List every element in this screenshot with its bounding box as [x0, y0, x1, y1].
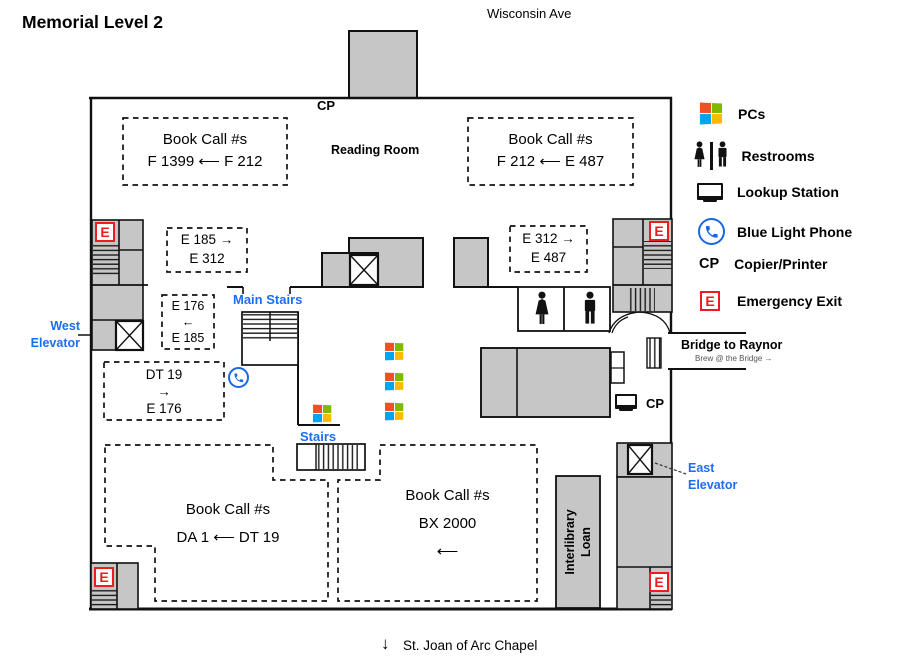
copier-printer-symbol: CP [699, 256, 720, 272]
call-range-value: BX 2000 [418, 515, 477, 532]
woman-restroom-icon [531, 291, 553, 333]
interlibrary-loan-label: Interlibrary Loan [563, 509, 593, 575]
copier-printer-label-top: CP [317, 98, 336, 113]
pcs-icon [385, 342, 404, 361]
pcs-icon [313, 404, 332, 423]
bridge-to-raynor-label: Bridge to Raynor [681, 338, 783, 352]
call-range-title: Book Call #s [405, 487, 490, 504]
call-range-value: E 312 [189, 250, 225, 266]
chapel-arrow-icon: ↓ [381, 634, 390, 653]
call-range-dt19: DT 19 → E 176 [104, 366, 224, 417]
man-restroom-icon [580, 291, 600, 333]
call-range-nw: Book Call #s F 1399 ⟵ F 212 [123, 129, 287, 173]
call-range-arrow: ⟵ [436, 543, 459, 560]
call-range-da: Book Call #s DA 1 ⟵ DT 19 [128, 496, 328, 552]
east-elevator-label: East Elevator [688, 461, 738, 492]
emergency-exit-icon-ne: E [649, 221, 669, 241]
call-range-ne: Book Call #s F 212 ⟵ E 487 [468, 129, 633, 173]
reading-room-label: Reading Room [331, 143, 420, 157]
emergency-exit-icon: E [700, 291, 720, 311]
call-range-arrow: ← [181, 315, 195, 329]
reading-room-bump [348, 30, 418, 99]
legend-item-lookup-station: Lookup Station [697, 183, 839, 200]
emergency-exit-icon-se: E [649, 572, 669, 592]
legend-label-blue-light-phone: Blue Light Phone [737, 223, 853, 240]
call-range-value: E 176 [171, 299, 205, 313]
copier-printer-label-east: CP [646, 396, 665, 411]
lookup-station-icon [697, 183, 723, 200]
restrooms-icon [691, 141, 730, 170]
call-range-e312: E 312 → E 487 [510, 230, 587, 267]
chapel-label: St. Joan of Arc Chapel [403, 638, 538, 653]
call-range-value: F 212 ⟵ E 487 [496, 153, 605, 170]
main-stairs [241, 311, 299, 366]
call-range-title: Book Call #s [508, 131, 593, 148]
bridge-corridor [646, 332, 746, 370]
call-range-e185: E 185 → E 312 [167, 231, 247, 268]
central-desk-block [480, 347, 625, 418]
street-label-wisconsin-ave: Wisconsin Ave [487, 6, 572, 21]
legend-item-emergency-exit: E Emergency Exit [700, 291, 842, 311]
building-outline [89, 96, 673, 611]
brew-at-the-bridge-label: Brew @ the Bridge → [695, 354, 773, 363]
restroom-divider [710, 141, 713, 170]
interlibrary-loan-room [555, 475, 601, 609]
legend-label-lookup-station: Lookup Station [737, 183, 839, 200]
emergency-exit-icon-sw: E [94, 567, 114, 587]
call-range-value: F 1399 ⟵ F 212 [147, 153, 263, 170]
legend-label-pcs: PCs [738, 105, 766, 122]
legend-item-copier-printer: CP Copier/Printer [699, 256, 828, 272]
legend-label-emergency-exit: Emergency Exit [737, 293, 843, 309]
call-range-value: E 487 [530, 249, 567, 265]
call-range-value: E 312 → [522, 231, 575, 246]
south-stairs [296, 443, 366, 471]
call-range-bx: Book Call #s BX 2000 ⟵ [370, 482, 525, 566]
call-range-value: E 176 [146, 401, 182, 416]
lookup-station-icon [615, 394, 637, 409]
legend-label-copier-printer: Copier/Printer [734, 256, 828, 272]
call-range-value: E 185 → [180, 232, 234, 247]
page-title: Memorial Level 2 [22, 12, 164, 32]
call-range-arrow: → [157, 384, 171, 399]
stairs-label: Stairs [300, 429, 337, 444]
legend-item-pcs: PCs [699, 102, 766, 125]
blue-light-phone-icon [698, 218, 725, 245]
west-elevator-label: West Elevator [30, 319, 80, 350]
call-range-value: DT 19 [145, 367, 183, 382]
call-range-value: E 185 [171, 331, 205, 345]
main-stairs-label: Main Stairs [233, 292, 303, 307]
call-range-title: Book Call #s [185, 501, 271, 518]
central-elevator-block [321, 237, 489, 288]
pcs-icon [699, 102, 723, 125]
call-number-regions [103, 117, 634, 602]
legend-label-restrooms: Restrooms [741, 147, 815, 164]
emergency-exit-icon-nw: E [95, 222, 115, 242]
legend-item-blue-light-phone: Blue Light Phone [698, 218, 852, 245]
legend-item-restrooms: Restrooms [691, 141, 815, 170]
blue-light-phone-icon [228, 367, 249, 388]
pcs-icon [385, 402, 404, 421]
call-range-value: DA 1 ⟵ DT 19 [176, 529, 280, 546]
call-range-title: Book Call #s [162, 131, 248, 148]
call-range-e176: E 176 ← E 185 [162, 298, 214, 346]
pcs-icon [385, 372, 404, 391]
